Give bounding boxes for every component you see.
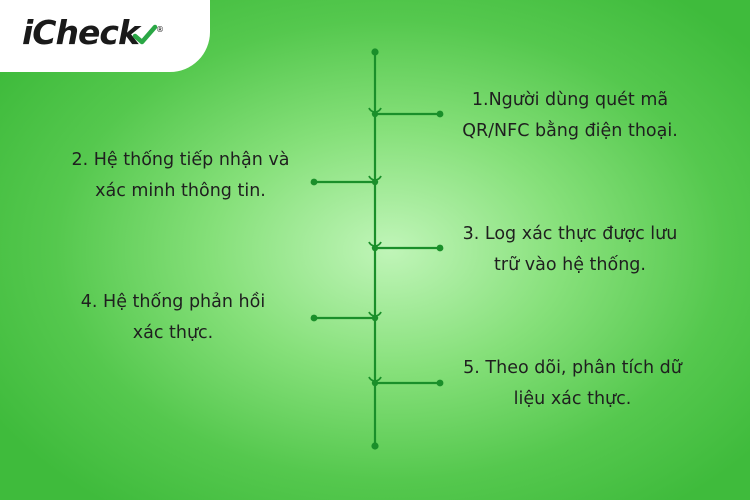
step-3-line-1: 3. Log xác thực được lưu — [462, 224, 678, 244]
spine-node-ring-step-4 — [368, 311, 382, 317]
spine-node-ring-step-1 — [368, 107, 382, 113]
step-4-line-1: 4. Hệ thống phản hồi — [80, 292, 266, 312]
step-4-line-2: xác thực. — [132, 323, 214, 343]
connector-dot-step-5 — [436, 379, 444, 387]
connector-dot-step-1 — [436, 110, 444, 118]
checkmark-icon — [132, 24, 158, 45]
step-3-text: 3. Log xác thực được lưu trữ vào hệ thốn… — [440, 219, 700, 281]
step-2-line-2: xác minh thông tin. — [95, 181, 266, 201]
logo-tab: iCheck ® — [0, 0, 210, 72]
spine-node-ring-step-5 — [368, 376, 382, 382]
spine-node-ring-step-2 — [368, 175, 382, 181]
step-5-line-2: liệu xác thực. — [513, 389, 632, 409]
step-1-text: 1.Người dùng quét mã QR/NFC bằng điện th… — [440, 85, 700, 147]
spine-node-ring-step-3 — [368, 241, 382, 247]
step-5-text: 5. Theo dõi, phân tích dữ liệu xác thực. — [440, 353, 705, 415]
step-5-line-1: 5. Theo dõi, phân tích dữ — [463, 358, 682, 378]
registered-mark: ® — [156, 25, 164, 34]
connector-dot-step-2 — [310, 178, 318, 186]
step-1-line-2: QR/NFC bằng điện thoại. — [462, 121, 678, 141]
step-4-text: 4. Hệ thống phản hồi xác thực. — [48, 287, 298, 349]
step-2-text: 2. Hệ thống tiếp nhận và xác minh thông … — [48, 145, 313, 207]
connector-dot-step-4 — [310, 314, 318, 322]
connector-dot-step-3 — [436, 244, 444, 252]
step-2-line-1: 2. Hệ thống tiếp nhận và — [71, 150, 290, 170]
timeline-top-dot — [371, 48, 379, 56]
step-3-line-2: trữ vào hệ thống. — [494, 255, 646, 275]
step-1-line-1: 1.Người dùng quét mã — [471, 90, 669, 110]
timeline-bottom-dot — [371, 442, 379, 450]
brand-logo: iCheck — [22, 13, 140, 52]
